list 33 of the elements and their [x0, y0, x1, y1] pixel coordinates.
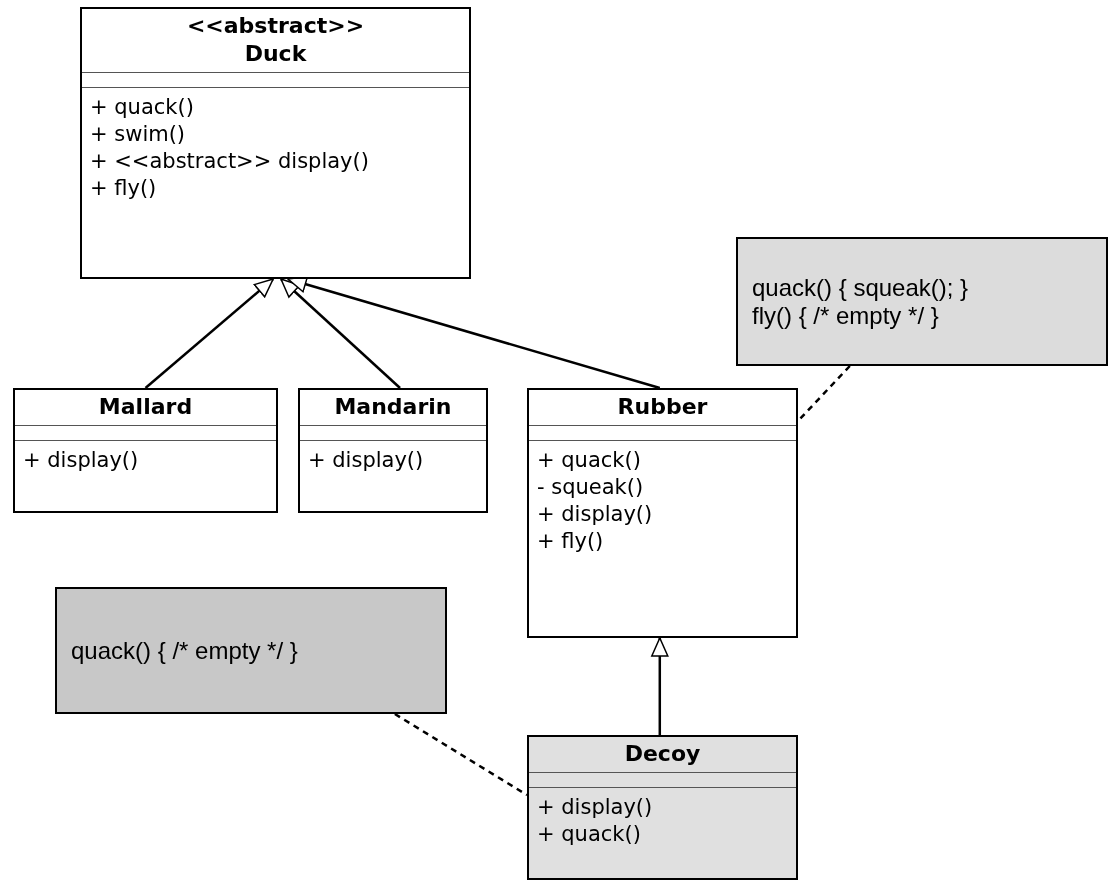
- method-text: + display(): [537, 501, 653, 528]
- method-text: + display(): [537, 794, 653, 821]
- note-connector: [797, 365, 851, 422]
- note-box: [736, 237, 1108, 366]
- class-name: Mandarin: [334, 393, 452, 421]
- class-box: [13, 388, 278, 513]
- note-connector: [394, 712, 528, 797]
- class-name: Duck: [244, 40, 307, 68]
- class-box: [527, 388, 798, 638]
- stereotype-text: <<abstract>>: [186, 12, 365, 40]
- note-box: [55, 587, 447, 714]
- class-name: Decoy: [624, 740, 701, 768]
- method-text: + fly(): [537, 528, 604, 555]
- generalization-arrow: [651, 637, 669, 735]
- method-text: + display(): [308, 447, 424, 474]
- method-text: + quack(): [537, 821, 641, 848]
- method-text: + quack(): [537, 447, 641, 474]
- method-text: + <<abstract>> display(): [90, 148, 369, 175]
- generalization-arrow: [280, 278, 401, 389]
- note-text: quack() { /* empty */ }: [71, 636, 298, 665]
- method-text: + swim(): [90, 121, 186, 148]
- method-text: + fly(): [90, 175, 157, 202]
- note-text: fly() { /* empty */ }: [752, 301, 939, 330]
- method-text: + quack(): [90, 94, 194, 121]
- method-text: - squeak(): [537, 474, 644, 501]
- method-text: + display(): [23, 447, 139, 474]
- class-name: Rubber: [617, 393, 708, 421]
- generalization-arrow: [144, 278, 274, 389]
- class-name: Mallard: [98, 393, 193, 421]
- class-box: [298, 388, 488, 513]
- class-box: [527, 735, 798, 880]
- class-box: [80, 7, 471, 279]
- note-text: quack() { squeak(); }: [752, 273, 969, 302]
